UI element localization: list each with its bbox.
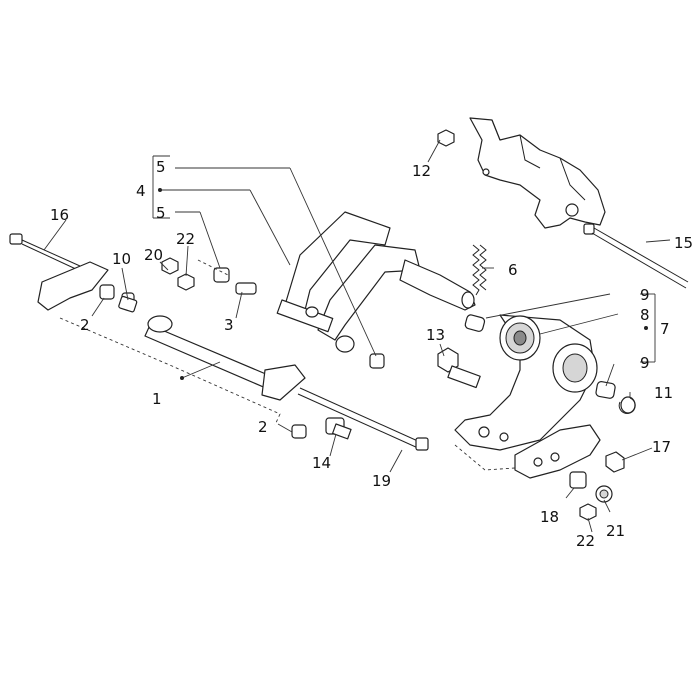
callout-3: 3 xyxy=(224,316,234,334)
silent-block-part-8 xyxy=(499,315,598,393)
callout-4: 4 xyxy=(136,182,146,200)
callout-21: 21 xyxy=(606,522,625,540)
pins-and-bolts xyxy=(9,223,689,451)
callout-15: 15 xyxy=(674,234,693,252)
callout-14: 14 xyxy=(312,454,331,472)
callout-9-bottom: 9 xyxy=(640,354,650,372)
callout-1: 1 xyxy=(152,390,162,408)
callout-10: 10 xyxy=(112,250,131,268)
callout-16: 16 xyxy=(50,206,69,224)
callout-12: 12 xyxy=(412,162,431,180)
callout-2-lower: 2 xyxy=(258,418,268,436)
callout-9-top: 9 xyxy=(640,286,650,304)
spring-part-6 xyxy=(472,244,487,296)
engine-link-bracket xyxy=(454,314,601,479)
callout-labels: 1 2 2 3 4 5 5 6 7 8 9 9 10 11 12 13 14 1… xyxy=(50,158,693,550)
callout-22-bottom: 22 xyxy=(576,532,595,550)
leader-lines xyxy=(43,139,671,533)
swing-arm xyxy=(276,211,476,353)
circlip-part-11 xyxy=(618,397,636,414)
callout-13: 13 xyxy=(426,326,445,344)
callout-18: 18 xyxy=(540,508,559,526)
callout-6: 6 xyxy=(508,261,518,279)
mud-plate xyxy=(37,261,109,311)
callout-8: 8 xyxy=(640,306,650,324)
callout-5-top: 5 xyxy=(156,158,166,176)
callout-11: 11 xyxy=(654,384,673,402)
frame-bracket xyxy=(469,117,606,229)
callout-20: 20 xyxy=(144,246,163,264)
callout-2-left: 2 xyxy=(80,316,90,334)
callout-17: 17 xyxy=(652,438,671,456)
callout-22-top: 22 xyxy=(176,230,195,248)
callout-19: 19 xyxy=(372,472,391,490)
reference-dots xyxy=(158,188,648,380)
callout-5-bottom: 5 xyxy=(156,204,166,222)
callout-7: 7 xyxy=(660,320,670,338)
